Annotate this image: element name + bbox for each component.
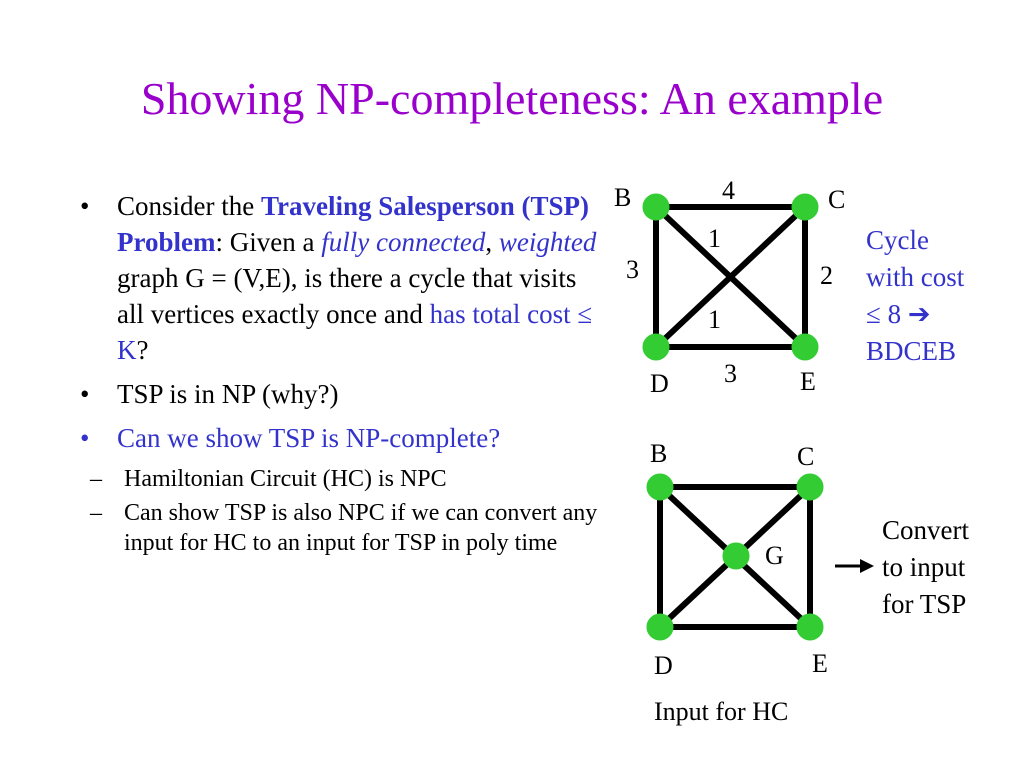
node-label-d: D xyxy=(650,369,669,398)
weight-b-d: 3 xyxy=(626,255,639,284)
node-b xyxy=(646,473,674,501)
bullet-text: Consider the xyxy=(117,191,261,221)
sub-bullet-marker: – xyxy=(90,466,102,492)
bullet-marker: • xyxy=(80,423,90,453)
node-d xyxy=(642,333,670,361)
node-label-e: E xyxy=(812,649,828,678)
weight-d-e: 3 xyxy=(724,359,737,388)
convert-arrow-icon xyxy=(835,559,874,573)
weight-c-d: 1 xyxy=(708,305,721,334)
edge-c-d xyxy=(653,204,808,350)
node-label-b: B xyxy=(650,439,668,468)
node-label-e: E xyxy=(800,367,816,396)
cycle-note-line: Cycle xyxy=(866,225,929,255)
node-c xyxy=(796,473,824,501)
tsp-graph-edges xyxy=(653,204,808,350)
sub-bullet-text: Can show TSP is also NPC if we can conve… xyxy=(124,500,598,556)
bullet-tsp-definition: • Consider the Traveling Salesperson (TS… xyxy=(80,188,600,368)
node-b xyxy=(642,193,670,221)
convert-note: Convert to input for TSP xyxy=(882,512,1022,623)
hc-caption: Input for HC xyxy=(654,697,789,726)
hc-graph-nodes xyxy=(646,473,824,641)
node-label-d: D xyxy=(654,651,673,680)
node-c xyxy=(791,193,819,221)
bullet-marker: • xyxy=(80,191,90,221)
bullet-text: ? xyxy=(136,335,149,365)
node-e xyxy=(791,333,819,361)
convert-note-line: Convert xyxy=(882,515,969,545)
node-label-c: C xyxy=(828,185,846,214)
cycle-note-line: ≤ 8 ➔ xyxy=(866,299,931,329)
node-label-b: B xyxy=(614,183,632,212)
bullet-marker: • xyxy=(80,379,90,409)
convert-note-line: for TSP xyxy=(882,589,967,619)
cycle-note-line: with cost xyxy=(866,262,965,292)
bullet-text: TSP is in NP (why?) xyxy=(117,379,339,409)
bullet-text: Can we show TSP is NP-complete? xyxy=(117,423,501,453)
weight-c-e: 2 xyxy=(820,261,833,290)
bullet-text: : Given a xyxy=(215,227,322,257)
bullet-np-complete-question: • Can we show TSP is NP-complete? xyxy=(80,420,600,456)
total-cost-term: has total cost ≤ K xyxy=(117,299,593,365)
sub-bullet-reduction: – Can show TSP is also NPC if we can con… xyxy=(80,498,600,558)
cycle-note: Cycle with cost ≤ 8 ➔ BDCEB xyxy=(866,222,1016,370)
node-label-g: G xyxy=(765,541,784,570)
bullet-tsp-in-np: • TSP is in NP (why?) xyxy=(80,376,600,412)
slide-title: Showing NP-completeness: An example xyxy=(140,73,884,124)
node-d xyxy=(646,613,674,641)
bullet-text: , xyxy=(485,227,499,257)
weight-b-e: 1 xyxy=(708,224,721,253)
sub-bullet-marker: – xyxy=(90,500,102,526)
weight-b-c: 4 xyxy=(722,176,735,205)
sub-bullet-list: – Hamiltonian Circuit (HC) is NPC – Can … xyxy=(80,464,600,558)
convert-note-line: to input xyxy=(882,552,966,582)
cycle-note-line: BDCEB xyxy=(866,336,957,366)
bullet-text: graph G = (V,E), is there a cycle that v… xyxy=(117,263,577,329)
node-g xyxy=(722,542,750,570)
sub-bullet-text: Hamiltonian Circuit (HC) is NPC xyxy=(124,466,447,492)
node-e xyxy=(796,613,824,641)
weighted-term: weighted xyxy=(498,227,597,257)
sub-bullet-hc-npc: – Hamiltonian Circuit (HC) is NPC xyxy=(80,464,600,494)
node-label-c: C xyxy=(797,442,815,471)
tsp-graph-nodes xyxy=(642,193,819,361)
bullet-list: • Consider the Traveling Salesperson (TS… xyxy=(80,188,600,562)
tsp-problem-name: Traveling Salesperson (TSP) Problem xyxy=(117,191,589,257)
fully-connected-term: fully connected xyxy=(321,227,486,257)
